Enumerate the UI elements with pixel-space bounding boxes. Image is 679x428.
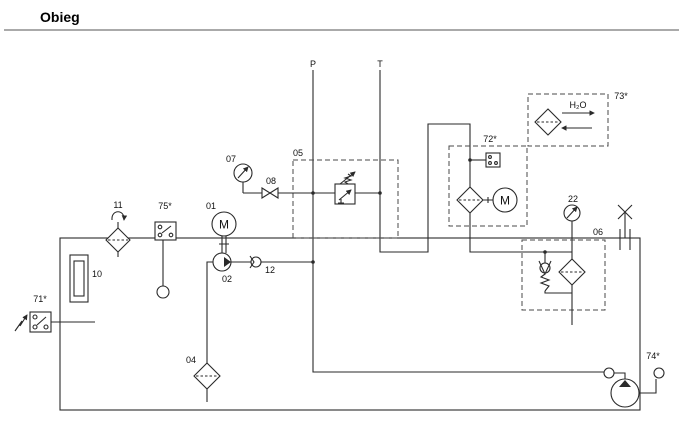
switch-contact [32,314,38,320]
block-05-dashed-frame [292,159,399,239]
hand-pump-74: 74* [603,351,665,408]
pressure-line [312,70,604,373]
label-07: 07 [226,154,236,164]
adjustment-arrow [339,171,356,185]
block-72-dashed-frame [448,145,528,227]
level-indicator-10: 10 [69,254,102,303]
switch-icon [485,152,501,168]
cooler-73: 73* H₂O [527,91,628,147]
bypass-spring [539,273,551,292]
switch-contact [157,232,163,238]
bypass-line [544,252,573,325]
valve-icon [268,187,279,199]
switch-contact [43,324,49,330]
check-valve-seat [249,255,255,269]
junction-dot [311,191,315,195]
tank-return-line [379,70,572,253]
level-indicator-glass [73,260,85,297]
switch-contact [168,232,174,238]
indicator-arrow [111,211,128,221]
label-02: 02 [222,274,232,284]
junction-dot [311,260,315,264]
lightning-icon [14,314,28,332]
label-22: 22 [568,194,578,204]
switch-75: 75* [154,201,177,299]
relief-valve-seat [338,199,344,204]
electric-motor-01: M 01 [206,201,237,253]
junction-dot [378,191,382,195]
electric-motor-icon [211,211,237,237]
motor-coupling [483,197,493,203]
pump-direction-triangle [619,380,631,387]
motor-shaft [219,236,229,253]
label-10: 10 [92,269,102,279]
label-74: 74* [646,351,660,361]
return-filter-06: 06 [521,227,606,325]
relief-valve-05: 05 [243,148,399,239]
label-01: 01 [206,201,216,211]
filler-filter-11: 11 [105,200,131,257]
suction-line [206,261,213,363]
check-valve-icon [539,262,551,274]
check-valve-12: 12 [249,255,315,275]
switch-icon [154,221,177,241]
gauge-needle [237,166,249,179]
block-06-dashed-frame [521,239,606,311]
pressure-line-label: P [310,59,316,69]
switch-contact [488,161,492,165]
breather-flange [619,229,631,250]
hand-pump-outlet [614,372,626,379]
switch-contact [488,155,492,159]
tank-breather [617,204,633,250]
filter-04: 04 [186,355,221,402]
pressure-gauge-22: 22 [563,194,581,252]
hand-lever [639,379,657,394]
label-11: 11 [113,200,122,210]
label-71: 71* [33,294,47,304]
switch-contact [32,324,38,330]
motor-symbol: M [219,218,229,232]
page-title: Obieg [40,9,80,25]
cooling-medium-label: H₂O [570,100,587,110]
relief-valve-arrow [338,189,352,201]
label-75: 75* [158,201,172,211]
switch-lever [161,225,172,234]
label-72: 72* [483,134,497,144]
tank-line-label: T [377,59,383,69]
switch-lever [36,316,47,326]
valve-08: 08 [261,176,279,199]
tank-outline [59,237,641,411]
check-valve-icon [603,367,615,379]
label-06: 06 [593,227,603,237]
switch-contact [157,224,163,230]
gauge-needle [566,206,578,219]
motor-symbol: M [500,194,510,208]
pump-direction-triangle [224,257,231,267]
electric-motor-icon [492,187,518,213]
level-indicator-icon [69,254,89,303]
float-icon [156,285,170,299]
block-73-dashed-frame [527,93,609,147]
switch-contact [494,161,498,165]
label-12: 12 [265,265,275,275]
label-04: 04 [186,355,196,365]
check-valve-icon [250,256,262,268]
motor-filter-unit-72: 72* M [448,134,528,227]
relief-valve-icon [334,183,356,205]
label-08: 08 [266,176,276,186]
junction-dot [543,250,547,254]
label-05: 05 [293,148,303,158]
valve-icon [261,187,272,199]
junction-dot [468,158,472,162]
switch-71: 71* [14,294,95,333]
pressure-gauge-07: 07 [226,154,253,193]
label-73: 73* [614,91,628,101]
pump-02: 02 [206,252,313,363]
hand-lever-knob [653,367,665,379]
